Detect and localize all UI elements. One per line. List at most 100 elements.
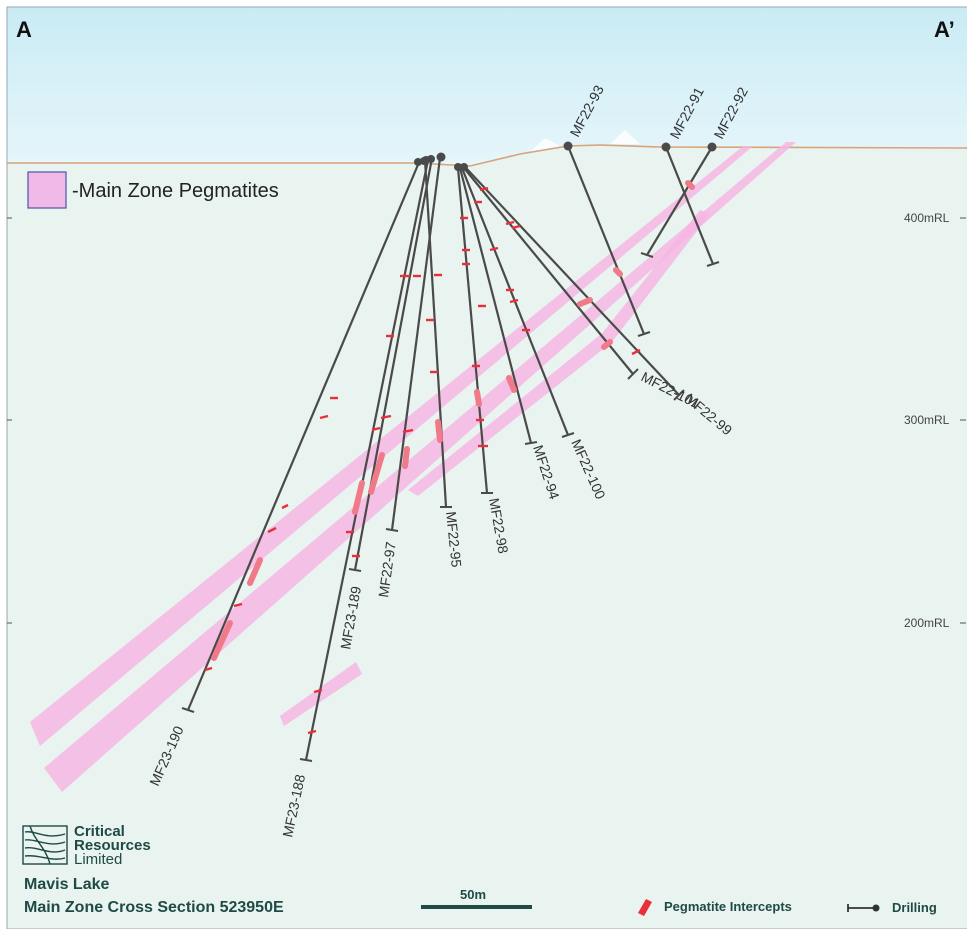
intercept-tick: [489, 246, 499, 252]
drilling-swatch-collar-icon: [872, 904, 880, 912]
intercept-segment: [474, 389, 482, 407]
pegmatite-zones: [30, 142, 796, 792]
collar-mf22-98: [454, 163, 462, 171]
intercept-segment: [601, 339, 613, 350]
zone-legend-swatch: [27, 171, 67, 209]
intercept-segment: [352, 480, 365, 515]
collars: [414, 141, 717, 171]
intercept-ticks: [204, 186, 641, 735]
intercept-segment: [402, 446, 410, 469]
snow-peaks: [530, 130, 640, 152]
intercept-tick: [479, 186, 489, 192]
pegmatite-zone-mid: [408, 335, 612, 496]
end-tick-mf22-97: [385, 528, 399, 532]
collar-mf23-190: [414, 158, 422, 166]
drill-trace-mf22-99: [465, 167, 680, 396]
intercept-segment: [211, 620, 233, 661]
drill-trace-mf23-190: [186, 159, 422, 711]
pegmatite-zone-east: [600, 210, 710, 342]
company-name-line3: Limited: [74, 851, 122, 868]
intercept-tick: [233, 602, 243, 608]
intercept-tick: [371, 426, 381, 432]
end-tick-mf22-101: [627, 368, 639, 380]
drill-trace-mf22-94: [458, 167, 533, 444]
pegmatite-zone-lower: [44, 142, 796, 792]
intercept-segments: [211, 180, 695, 661]
drill-trace-mf22-92: [646, 146, 713, 256]
intercept-tick: [509, 298, 519, 304]
intercept-tick: [511, 224, 521, 230]
intercept-tick: [267, 526, 277, 534]
end-of-hole-ticks: [181, 252, 720, 762]
contour-logo-icon: [22, 825, 68, 865]
end-tick-mf22-99: [673, 389, 685, 401]
ground: [7, 145, 967, 929]
end-tick-mf22-92: [640, 252, 654, 258]
drill-trace-mf23-188: [304, 159, 430, 761]
drill-trace-mf22-97: [390, 157, 442, 531]
drill-trace-mf22-93: [566, 145, 646, 335]
company-name-line2: Resources: [74, 837, 151, 854]
drilling-legend-label: Drilling: [892, 900, 937, 915]
end-tick-mf23-190: [181, 707, 195, 713]
intercept-tick: [380, 414, 392, 420]
collar-mf22-97: [436, 152, 446, 162]
intercept-swatch-icon: [638, 899, 652, 916]
zone-legend-label: -Main Zone Pegmatites: [72, 180, 279, 202]
drill-trace-mf22-95: [423, 159, 448, 508]
footer-subtitle: Main Zone Cross Section 523950E: [24, 899, 284, 916]
company-logo: Critical Resources Limited: [22, 823, 151, 868]
intercept-tick: [307, 729, 317, 735]
end-tick-mf22-94: [524, 441, 538, 445]
intercept-legend-label: Pegmatite Intercepts: [664, 899, 792, 914]
drill-holes: [186, 145, 715, 761]
end-tick-mf22-93: [637, 331, 651, 337]
company-name-line1: Critical: [74, 823, 125, 840]
intercept-tick: [319, 414, 329, 420]
elevation-axis: 400mRL 300mRL 200mRL: [7, 211, 966, 630]
drill-trace-mf22-91: [664, 146, 715, 265]
collar-mf22-94: [460, 163, 468, 171]
section-label-a: A: [16, 17, 32, 42]
intercept-segment: [613, 267, 623, 277]
drill-hole-label: MF22-95: [443, 511, 465, 569]
end-tick-mf23-188: [299, 758, 313, 762]
intercept-tick: [313, 688, 323, 694]
drill-hole-label: MF22-97: [375, 541, 399, 599]
collar-mf22-93: [563, 141, 573, 151]
elevation-label-200: 200mRL: [904, 616, 950, 630]
drill-trace-mf22-98: [456, 167, 489, 494]
collar-mf22-91: [661, 142, 671, 152]
intercept-segment: [247, 557, 263, 586]
elevation-label-300: 300mRL: [904, 413, 950, 427]
intercept-segment: [435, 419, 443, 443]
intercept-tick: [204, 666, 213, 672]
scale-bar: 50m: [421, 887, 532, 909]
pegmatite-zone-upper: [30, 147, 752, 746]
intercept-legend: Pegmatite Intercepts: [638, 899, 792, 916]
footer-title: Mavis Lake: [24, 876, 109, 893]
drilling-legend: Drilling: [847, 900, 937, 915]
intercept-segment: [577, 297, 593, 307]
elevation-label-400: 400mRL: [904, 211, 950, 225]
end-tick-mf22-100: [561, 432, 575, 438]
intercept-segment: [685, 180, 695, 190]
collar-mf22-92: [707, 142, 717, 152]
intercept-segment: [506, 375, 517, 393]
zone-legend: -Main Zone Pegmatites: [27, 171, 279, 209]
scale-bar-label: 50m: [460, 887, 486, 902]
collar-mf23-189: [427, 155, 435, 163]
drill-trace-mf22-101: [463, 167, 634, 375]
section-label-a-prime: A’: [934, 17, 955, 42]
intercept-tick: [281, 503, 289, 510]
intercept-tick: [631, 348, 641, 356]
pegmatite-zone-short: [280, 662, 362, 726]
intercept-tick: [402, 428, 414, 434]
end-tick-mf23-189: [348, 568, 362, 572]
drill-trace-mf23-189: [353, 157, 434, 571]
collar-mf22-95: [420, 157, 428, 165]
intercept-tick: [505, 220, 515, 226]
intercept-segment: [368, 452, 385, 495]
